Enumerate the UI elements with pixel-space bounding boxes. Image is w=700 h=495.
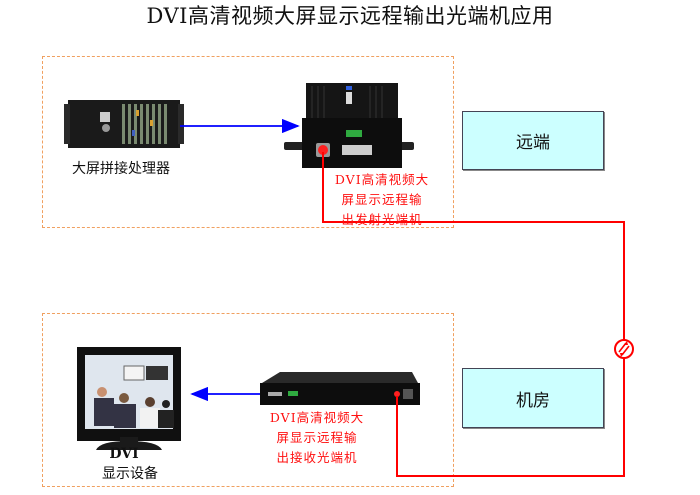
optical-receiver-icon [260, 372, 420, 405]
site-label-room: 机房 [516, 390, 550, 411]
display-label: 显示设备 [102, 466, 158, 482]
site-label-remote: 远端 [516, 133, 550, 153]
optical-transmitter-icon [284, 83, 414, 168]
transmitter-label-line-2: 屏显示远程输 [341, 192, 423, 207]
transmitter-label-line-3: 出发射光端机 [341, 212, 423, 227]
remote-zone-frame [42, 56, 454, 228]
display-label-dvi: DVI [109, 446, 139, 462]
diagram-title: DVI高清视频大屏显示远程输出光端机应用 [146, 4, 554, 28]
video-wall-processor-icon [64, 100, 184, 148]
transmitter-label-line-1: DVI高清视频大 [334, 172, 430, 187]
receiver-label-line-1: DVI高清视频大 [269, 410, 365, 425]
fiber-coupler-icon [614, 339, 634, 359]
transmitter-label: DVI高清视频大 屏显示远程输 出发射光端机 [322, 170, 442, 230]
room-zone-frame [42, 313, 454, 487]
site-box-room: 机房 [462, 368, 604, 428]
site-box-remote: 远端 [462, 111, 604, 170]
processor-label: 大屏拼接处理器 [72, 161, 170, 177]
receiver-label-line-2: 屏显示远程输 [276, 430, 358, 445]
dvi-display-monitor-icon [77, 347, 181, 450]
receiver-label: DVI高清视频大 屏显示远程输 出接收光端机 [262, 408, 372, 468]
receiver-label-line-3: 出接收光端机 [276, 450, 358, 465]
